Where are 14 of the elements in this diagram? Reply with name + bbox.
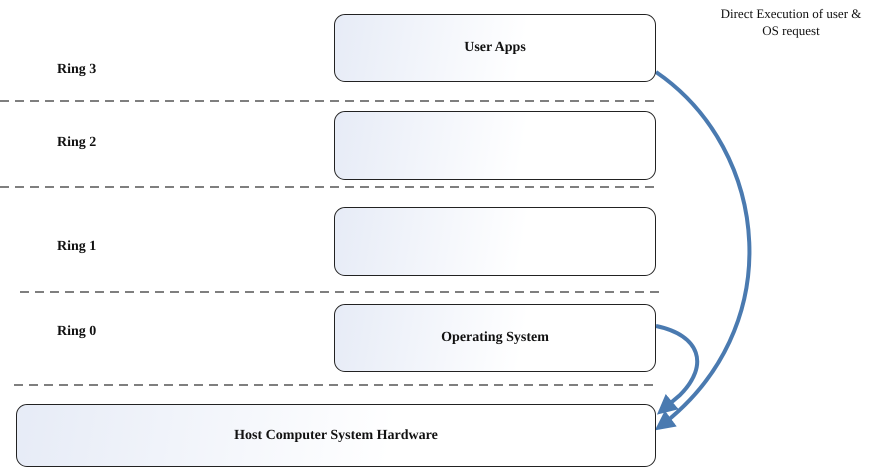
curved-arrow [654,70,752,431]
curved-arrow [656,324,700,415]
layer-label: Host Computer System Hardware [234,428,438,444]
empty-layer-box [334,111,656,180]
layer-label: User Apps [464,40,526,56]
ring-label: Ring 2 [57,135,96,151]
layer-label: Operating System [441,330,549,346]
empty-layer-box [334,207,656,276]
layer-box [334,304,656,372]
ring-label: Ring 1 [57,239,96,255]
layer-box [334,14,656,82]
ring-label: Ring 3 [57,62,96,78]
layer-box [16,404,656,467]
ring-label: Ring 0 [57,324,96,340]
